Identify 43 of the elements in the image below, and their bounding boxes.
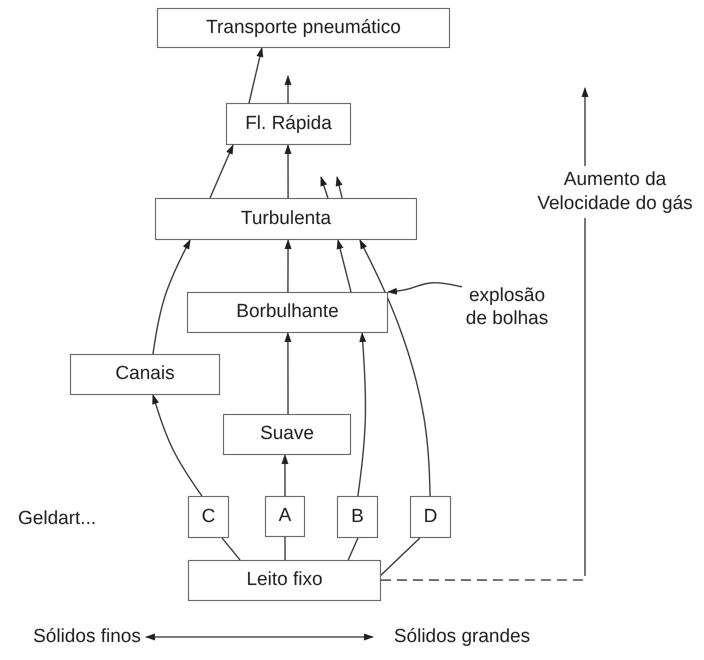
- arrow: [387, 282, 462, 295]
- process-box: [265, 496, 305, 537]
- direction-arrow: [284, 75, 292, 103]
- box-label: Canais: [115, 363, 175, 386]
- process-box: [187, 292, 388, 333]
- process-box: [410, 496, 451, 538]
- arrow: [152, 239, 191, 354]
- process-box: [157, 8, 450, 48]
- arrow: [336, 239, 352, 292]
- box-label: Turbulenta: [240, 208, 332, 230]
- box-label: Leito fixo: [246, 569, 323, 592]
- arrow: [248, 47, 264, 104]
- box-label: Transporte pneumático: [206, 16, 401, 40]
- box-label: B: [351, 506, 364, 528]
- box-label: C: [202, 506, 216, 528]
- box-label: A: [278, 505, 292, 528]
- arrow: [284, 239, 292, 292]
- node-text: Sólidos grandes: [394, 626, 530, 648]
- box-label: Borbulhante: [236, 301, 339, 324]
- box-label: D: [424, 506, 438, 528]
- side-label: Geldart...: [18, 508, 96, 530]
- box-label: Fl. Rápida: [245, 112, 332, 136]
- process-box: [155, 198, 417, 240]
- process-box: [337, 496, 378, 538]
- process-box: [188, 496, 229, 538]
- arrow: [152, 394, 202, 496]
- node-text: Sólidos finos: [33, 626, 141, 648]
- direction-arrow: [381, 87, 588, 581]
- arrow: [359, 239, 431, 496]
- process-box: [226, 103, 351, 145]
- direction-arrow: [320, 176, 329, 198]
- direction-arrow: [336, 176, 343, 198]
- arrow: [281, 454, 288, 496]
- arrow: [145, 634, 374, 640]
- arrow: [284, 144, 292, 198]
- process-box: [188, 560, 381, 601]
- arrow: [284, 332, 292, 414]
- node-text: explosão de bolhas: [464, 285, 550, 331]
- box-label: Suave: [260, 423, 314, 446]
- process-box: [223, 414, 351, 455]
- process-box: [70, 354, 220, 395]
- arrow: [209, 144, 234, 198]
- arrow: [357, 332, 366, 496]
